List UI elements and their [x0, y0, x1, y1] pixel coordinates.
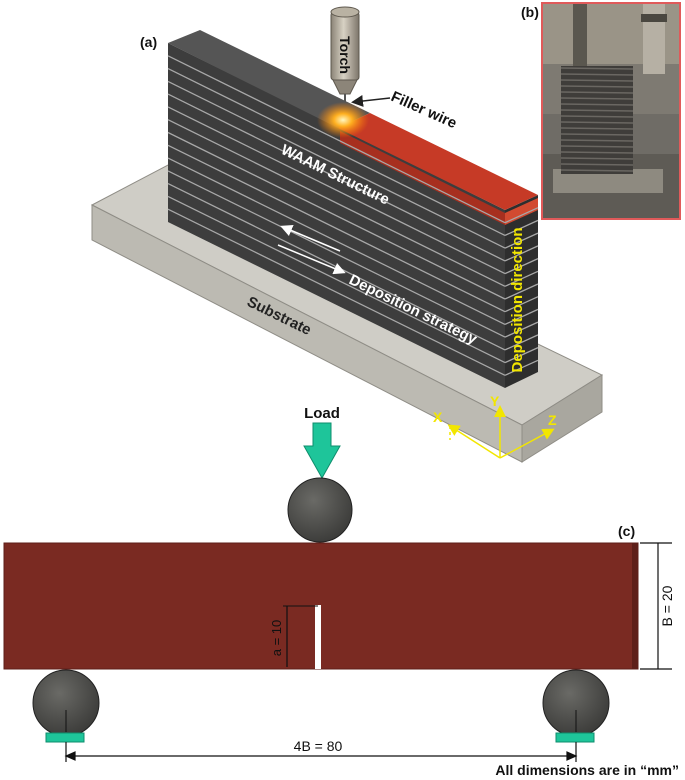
layer-line [167, 80, 506, 249]
layer-line [167, 68, 506, 236]
photo-layer-line [560, 151, 634, 154]
layer-line-side [504, 219, 539, 236]
photo-layer-line [560, 169, 634, 172]
layer-line [167, 157, 506, 325]
photo-layer-line [560, 163, 634, 166]
photo-layer-line [560, 139, 634, 142]
axis-x-label: X [433, 409, 443, 425]
layer-line-side [504, 308, 539, 325]
crack-notch [315, 605, 321, 669]
deposition-direction-label: Deposition direction [509, 227, 526, 372]
panel-b-photo: (b) [541, 2, 681, 220]
photo-layer-line [560, 85, 634, 88]
photo-layer-line [560, 133, 634, 136]
photo-layer-line [560, 103, 634, 106]
loading-roller [287, 477, 353, 543]
beam-end-face [632, 543, 638, 669]
layer-line [167, 195, 506, 364]
panel-c-label: (c) [618, 523, 635, 539]
layer-line-side [504, 270, 539, 287]
photo-wall [561, 66, 633, 174]
span-dimension [64, 742, 578, 762]
layer-line-side [504, 258, 539, 275]
load-label: Load [304, 405, 340, 422]
layer-line [167, 144, 506, 313]
axis-z-label: Z [548, 412, 557, 428]
layer-line-side [504, 334, 539, 351]
support-pad-left [45, 732, 85, 743]
photo-layer-line [560, 67, 634, 70]
photo-layer-line [560, 109, 634, 112]
panel-b-label-box: (b) [521, 4, 539, 20]
layer-line [167, 119, 506, 287]
load-arrow [303, 422, 341, 480]
filler-wire-pointer [351, 95, 391, 107]
arc-glow [317, 102, 369, 138]
layer-line [167, 55, 506, 224]
photo-layer-line [560, 145, 634, 148]
units-note: All dimensions are in “mm” [495, 762, 679, 778]
photo-layer-line [560, 157, 634, 160]
panel-c: Load a = 10 B = 20 [3, 405, 679, 778]
photo-layer-line [560, 127, 634, 130]
layer-line [167, 93, 506, 262]
height-dim-label: B = 20 [659, 585, 675, 626]
layer-line-side [504, 359, 539, 376]
panel-a-label: (a) [140, 34, 157, 50]
panel-a: Torch Filler wire WAAM Structure Deposit… [90, 6, 604, 463]
photo-layer-line [560, 115, 634, 118]
filler-wire-label: Filler wire [388, 88, 459, 132]
photo-layer-line [560, 91, 634, 94]
crack-dim-label: a = 10 [269, 620, 284, 657]
layer-line-side [504, 207, 539, 224]
layer-line [167, 170, 506, 338]
layer-line-side [504, 245, 539, 262]
photo-layer-line [560, 73, 634, 76]
photo-layer-line [560, 79, 634, 82]
torch-label: Torch [337, 36, 353, 74]
layer-line-side [504, 347, 539, 364]
photo-wall-layers [560, 66, 634, 174]
layer-line [167, 106, 506, 275]
deposition-strategy-arrows [277, 224, 346, 275]
layer-line [167, 131, 506, 300]
layer-lines [167, 55, 539, 376]
coordinate-axes [447, 405, 555, 459]
support-pad-right [555, 732, 595, 743]
photo-layer-line [560, 121, 634, 124]
layer-line-side [504, 296, 539, 313]
layer-line-side [504, 283, 539, 300]
height-dimension [640, 542, 672, 670]
waam-wall [167, 30, 539, 388]
span-dim-label: 4B = 80 [294, 738, 343, 754]
torch: Torch [330, 6, 360, 108]
axis-y-label: Y [490, 393, 500, 409]
panel-b-photo-drawing: (b) [543, 4, 679, 218]
layer-line [167, 208, 506, 376]
layer-line-side [504, 232, 539, 249]
photo-layer-line [560, 97, 634, 100]
layer-line-side [504, 321, 539, 338]
